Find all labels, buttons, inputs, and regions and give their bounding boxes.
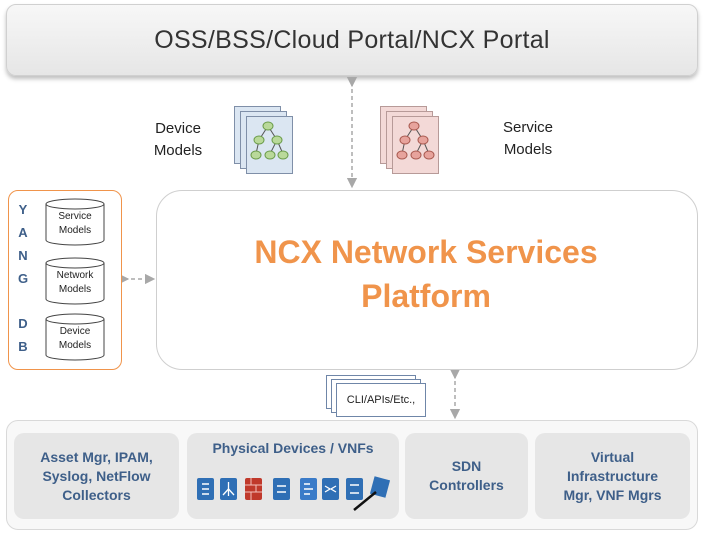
platform-title: NCX Network Services Platform xyxy=(254,234,598,314)
yang-letter: N xyxy=(18,248,28,263)
cable-icon xyxy=(353,476,391,511)
physical-devices-box xyxy=(187,433,399,519)
service-models-label: Service Models xyxy=(502,119,554,158)
portal-bar: OSS/BSS/Cloud Portal/NCX Portal xyxy=(6,4,698,76)
firewall-icon xyxy=(245,478,262,500)
platform-box xyxy=(156,190,698,370)
load-balancer-icon xyxy=(322,478,339,500)
yang-db-cylinders xyxy=(45,198,105,361)
sdn-controllers-box: SDN Controllers xyxy=(405,433,528,519)
yang-service-models: Service Models xyxy=(58,211,92,236)
cli-doc-front: CLI/APIs/Etc., xyxy=(336,383,426,417)
switch-icon xyxy=(300,478,317,500)
switch-icon xyxy=(346,478,363,500)
yang-letter: Y xyxy=(18,202,28,217)
router-icon xyxy=(220,478,237,500)
yang-device-models: Device Models xyxy=(58,326,92,351)
yang-letter: G xyxy=(17,271,29,286)
device-models-label: Device Models xyxy=(153,120,203,159)
yang-letter: B xyxy=(18,339,28,354)
server-icon xyxy=(197,478,214,500)
virtual-infrastructure-box: Virtual Infrastructure Mgr, VNF Mgrs xyxy=(535,433,690,519)
yang-network-models: Network Models xyxy=(56,270,94,295)
cli-label: CLI/APIs/Etc., xyxy=(346,394,416,406)
yang-letter: A xyxy=(18,225,28,240)
physical-devices-title: Physical Devices / VNFs xyxy=(212,440,374,456)
switch-icon xyxy=(273,478,290,500)
portal-label: OSS/BSS/Cloud Portal/NCX Portal xyxy=(154,25,550,54)
device-models-icon xyxy=(234,106,296,176)
yang-letter: D xyxy=(18,316,28,331)
asset-mgr-box: Asset Mgr, IPAM, Syslog, NetFlow Collect… xyxy=(14,433,179,519)
service-models-icon xyxy=(380,106,442,176)
